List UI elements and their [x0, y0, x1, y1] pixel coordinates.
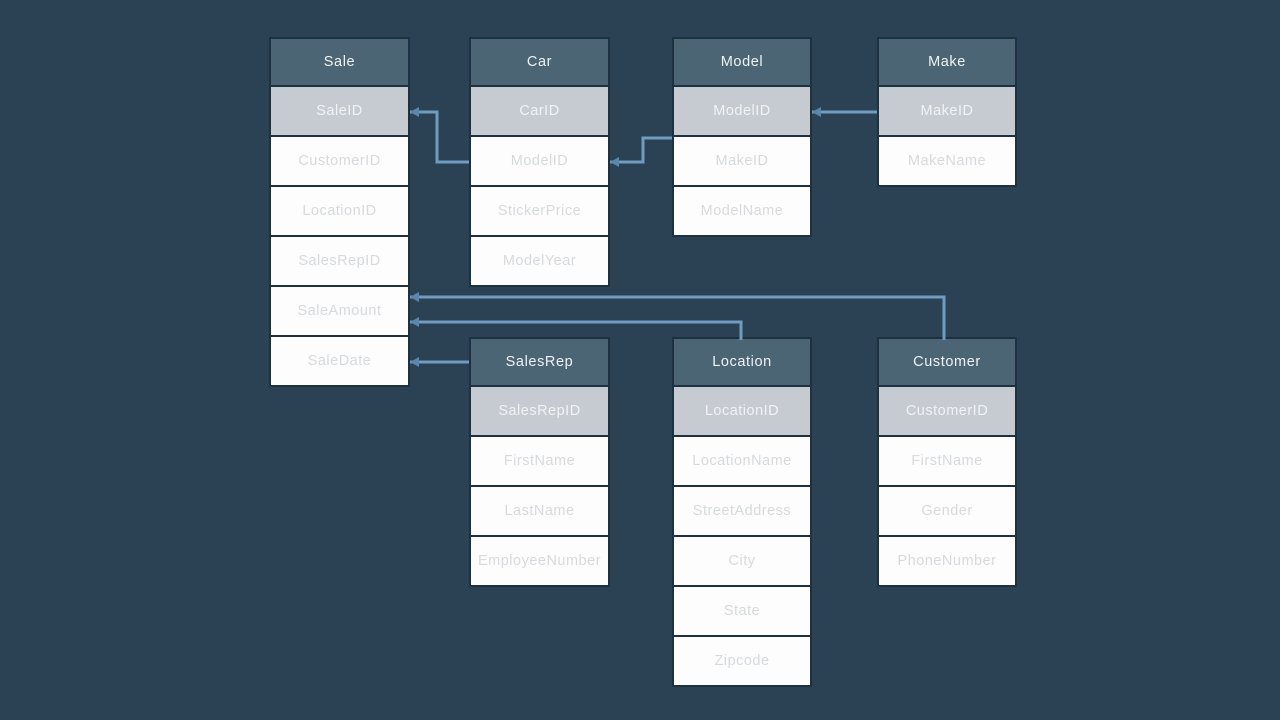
field-customer-phonenumber: PhoneNumber: [877, 535, 1017, 587]
field-sale-locationid: LocationID: [269, 185, 410, 237]
table-title-sale: Sale: [269, 37, 410, 87]
field-sale-saleamount: SaleAmount: [269, 285, 410, 337]
field-salesrep-firstname: FirstName: [469, 435, 610, 487]
field-customer-customerid: CustomerID: [877, 385, 1017, 437]
field-location-city: City: [672, 535, 812, 587]
field-sale-customerid: CustomerID: [269, 135, 410, 187]
field-location-locationname: LocationName: [672, 435, 812, 487]
field-sale-saledate: SaleDate: [269, 335, 410, 387]
connector-sale-saleid-to-car-modelid: [410, 110, 469, 164]
field-car-modelid: ModelID: [469, 135, 610, 187]
table-title-location: Location: [672, 337, 812, 387]
field-model-makeid: MakeID: [672, 135, 812, 187]
field-car-carid: CarID: [469, 85, 610, 137]
connector-arrowhead-icon: [410, 292, 419, 302]
table-title-make: Make: [877, 37, 1017, 87]
field-car-modelyear: ModelYear: [469, 235, 610, 287]
connector-arrowhead-icon: [410, 107, 419, 117]
field-location-zipcode: Zipcode: [672, 635, 812, 687]
field-location-locationid: LocationID: [672, 385, 812, 437]
connector-arrowhead-icon: [812, 107, 821, 117]
connector-arrowhead-icon: [410, 357, 419, 367]
connector-car-modelid-to-model: [610, 136, 672, 164]
connector-arrowhead-icon: [610, 157, 619, 167]
table-title-car: Car: [469, 37, 610, 87]
field-location-state: State: [672, 585, 812, 637]
field-customer-gender: Gender: [877, 485, 1017, 537]
field-salesrep-employeenumber: EmployeeNumber: [469, 535, 610, 587]
field-make-makename: MakeName: [877, 135, 1017, 187]
connector-arrowhead-icon: [410, 317, 419, 327]
field-salesrep-lastname: LastName: [469, 485, 610, 537]
table-title-model: Model: [672, 37, 812, 87]
field-model-modelname: ModelName: [672, 185, 812, 237]
table-title-salesrep: SalesRep: [469, 337, 610, 387]
field-make-makeid: MakeID: [877, 85, 1017, 137]
field-sale-salesrepid: SalesRepID: [269, 235, 410, 287]
field-customer-firstname: FirstName: [877, 435, 1017, 487]
field-car-stickerprice: StickerPrice: [469, 185, 610, 237]
field-sale-saleid: SaleID: [269, 85, 410, 137]
field-model-modelid: ModelID: [672, 85, 812, 137]
table-title-customer: Customer: [877, 337, 1017, 387]
field-location-streetaddress: StreetAddress: [672, 485, 812, 537]
field-salesrep-salesrepid: SalesRepID: [469, 385, 610, 437]
connector-sale-saleamount-to-customer: [410, 295, 946, 340]
